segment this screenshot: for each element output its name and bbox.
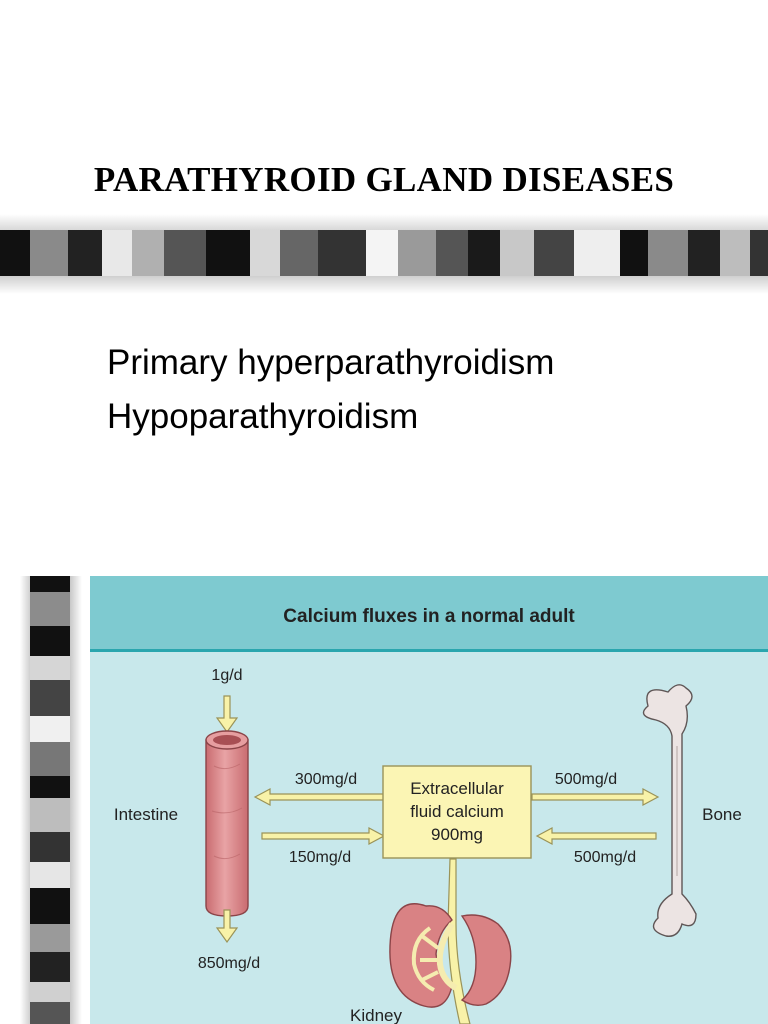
stripe-blocks	[0, 230, 768, 276]
bone-graphic	[642, 684, 697, 937]
to-bone-flux-label: 500mg/d	[555, 771, 617, 788]
fecal-flux-label: 850mg/d	[198, 955, 260, 972]
bullet-item: Primary hyperparathyroidism	[107, 343, 555, 382]
intestine-label: Intestine	[114, 805, 178, 824]
ecf-box	[382, 765, 532, 859]
bullet-item: Hypoparathyroidism	[107, 397, 419, 436]
calcium-flux-figure: Calcium fluxes in a normal adult 1g/d 85…	[90, 576, 768, 1024]
bone-deposition-arrow	[531, 788, 660, 806]
intestine-graphic	[205, 730, 249, 917]
from-intestine-flux-label: 150mg/d	[289, 849, 351, 866]
fecal-arrow	[215, 909, 239, 944]
header-rule	[90, 649, 768, 652]
secretion-arrow-right	[261, 827, 386, 845]
bullet-list: Primary hyperparathyroidism Hypoparathyr…	[107, 336, 554, 444]
kidney-graphic	[389, 858, 512, 1024]
slide-title: PARATHYROID GLAND DISEASES	[93, 160, 675, 199]
strip-blocks	[30, 576, 70, 1024]
kidney-label: Kidney	[350, 1006, 402, 1024]
figure-header-bg	[90, 576, 768, 649]
from-bone-flux-label: 500mg/d	[574, 849, 636, 866]
bone-label: Bone	[702, 805, 742, 824]
ecf-box-line: Extracellular	[410, 779, 504, 798]
figure-header: Calcium fluxes in a normal adult	[283, 606, 575, 627]
bone-resorption-arrow	[535, 827, 657, 845]
side-decorative-strip	[0, 576, 90, 1024]
top-decorative-band	[0, 214, 768, 294]
ecf-box-line: 900mg	[431, 825, 483, 844]
intake-arrow	[215, 695, 239, 734]
ecf-box-line: fluid calcium	[410, 802, 504, 821]
intake-flux-label: 1g/d	[211, 667, 242, 684]
to-intestine-flux-label: 300mg/d	[295, 771, 357, 788]
